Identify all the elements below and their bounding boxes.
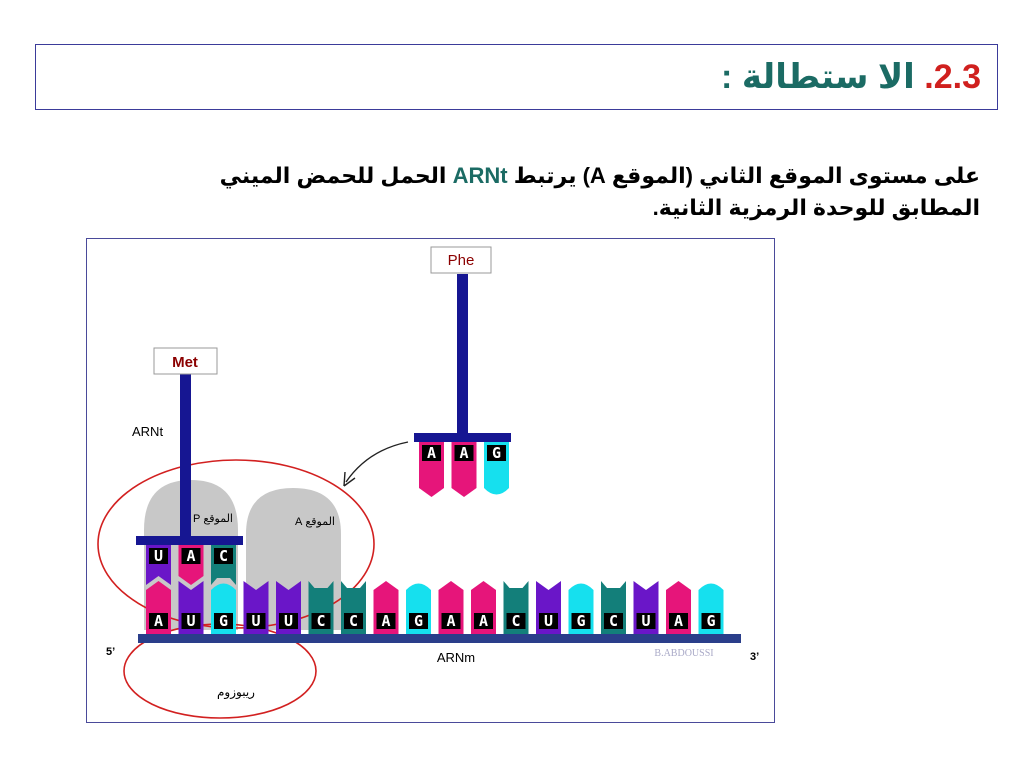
phe-box [430, 246, 492, 274]
mrna-base-9: G [406, 583, 431, 634]
bound-anticodon-base-2: A [178, 545, 204, 585]
mrna-base-10: A [438, 581, 464, 634]
svg-text:A: A [479, 612, 488, 630]
trna-bar-bound [136, 536, 243, 545]
trna-stem-bound [180, 372, 191, 536]
incoming-anticodon-base-3: G [484, 442, 509, 495]
slide-title: 2.3. الا ستطالة : [721, 57, 981, 97]
svg-text:C: C [219, 547, 228, 565]
arrow-head [343, 471, 356, 487]
svg-text:C: C [316, 612, 325, 630]
mrna-base-7: C [341, 581, 366, 634]
phe-label: Phe [448, 252, 475, 269]
svg-text:G: G [576, 612, 585, 630]
mrna-base-5: U [276, 581, 301, 634]
svg-text:A: A [446, 612, 455, 630]
incoming-anticodon-base-2: A [451, 442, 477, 497]
svg-text:A: A [186, 547, 195, 565]
paragraph-term: ARNt [452, 163, 508, 188]
mrna-base-16: U [633, 581, 659, 634]
svg-text:C: C [609, 612, 618, 630]
paragraph-part-1: على مستوى الموقع الثاني (الموقع A) يرتبط [507, 163, 980, 188]
svg-text:U: U [186, 612, 195, 630]
bound-anticodon-base-3: C [211, 545, 236, 585]
mrna-base-3: G [211, 583, 236, 634]
five-prime-label: 5’ [106, 646, 115, 658]
mrna-base-2: U [178, 581, 204, 634]
mrna-base-11: A [471, 581, 496, 634]
mrna-base-1: A [146, 581, 171, 634]
svg-text:U: U [251, 612, 260, 630]
svg-text:A: A [427, 444, 436, 462]
svg-text:A: A [674, 612, 683, 630]
mrna-base-8: A [373, 581, 399, 634]
mrna-base-13: U [536, 581, 561, 634]
mrna-base-17: A [666, 581, 691, 634]
site-p-label: الموقع P [193, 513, 233, 525]
translation-figure: الموقع P الموقع A Met ARNt U A C Phe A A G A… [86, 238, 775, 723]
svg-text:A: A [459, 444, 468, 462]
svg-text:G: G [706, 612, 715, 630]
svg-text:U: U [641, 612, 650, 630]
trna-stem-incoming [457, 274, 468, 434]
bound-anticodon-base-1: U [146, 545, 171, 585]
mrna-label: ARNm [437, 650, 475, 665]
svg-text:U: U [284, 612, 293, 630]
watermark: B.ABDOUSSI [654, 648, 713, 659]
paragraph-part-2: الحمل للحمض الميني المطابق للوحدة الرمزي… [219, 163, 980, 220]
svg-text:G: G [414, 612, 423, 630]
trna-label: ARNt [132, 424, 163, 439]
ribosome-label: ريبوزوم [217, 685, 255, 700]
title-number: 2.3. [924, 58, 981, 96]
mrna-base-6: C [308, 581, 334, 634]
svg-text:G: G [219, 612, 228, 630]
mrna-base-4: U [243, 581, 269, 634]
arrow-line [345, 441, 409, 483]
svg-text:C: C [511, 612, 520, 630]
met-label: Met [172, 354, 198, 371]
trna-bar-incoming [414, 433, 511, 442]
mrna-base-12: C [503, 581, 529, 634]
description-paragraph: على مستوى الموقع الثاني (الموقع A) يرتبط… [130, 160, 980, 224]
mrna-base-15: C [601, 581, 626, 634]
svg-text:G: G [492, 444, 501, 462]
title-box: 2.3. الا ستطالة : [35, 44, 998, 110]
mrna-base-14: G [568, 583, 594, 634]
three-prime-label: 3’ [750, 651, 759, 663]
site-a-label: الموقع A [295, 516, 335, 528]
svg-text:C: C [349, 612, 358, 630]
mrna-strand [138, 634, 741, 643]
svg-text:U: U [154, 547, 163, 565]
mrna-base-18: G [698, 583, 724, 634]
met-box [153, 347, 218, 375]
svg-text:A: A [154, 612, 163, 630]
incoming-anticodon-base-1: A [419, 442, 444, 497]
title-label: الا ستطالة : [721, 58, 925, 96]
svg-text:U: U [544, 612, 553, 630]
svg-text:A: A [381, 612, 390, 630]
